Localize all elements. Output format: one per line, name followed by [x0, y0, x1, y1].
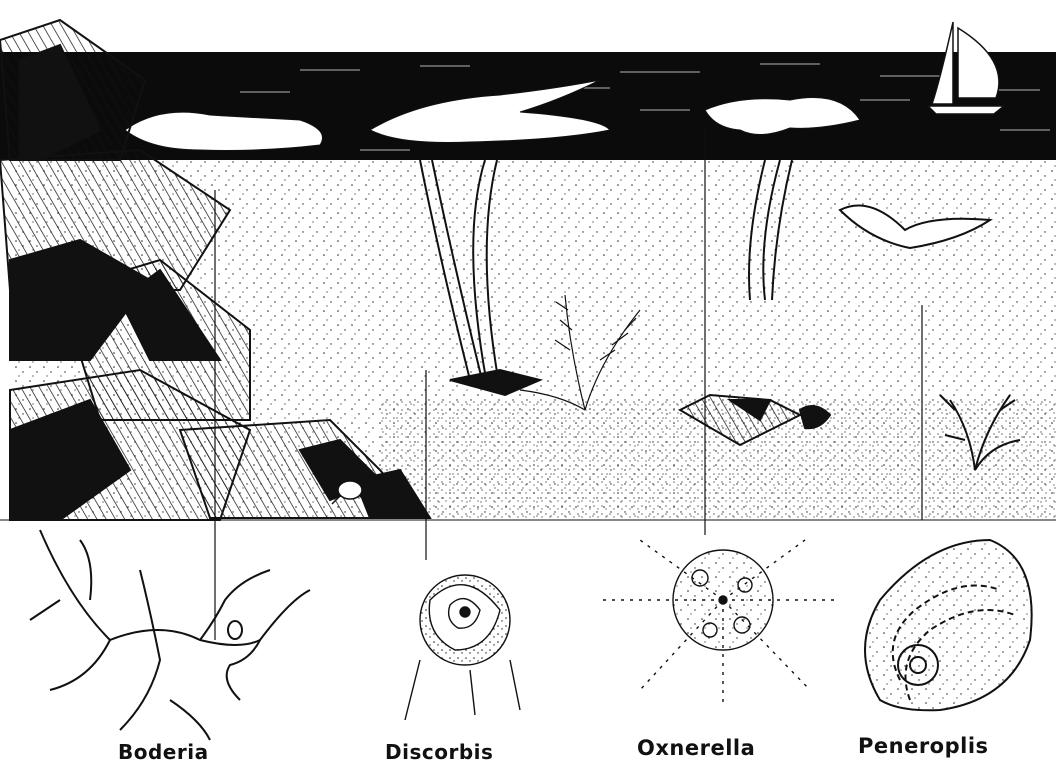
discorbis-drawing — [405, 575, 520, 720]
label-boderia: Boderia — [118, 740, 209, 764]
label-peneroplis: Peneroplis — [858, 734, 989, 758]
peneroplis-drawing — [865, 540, 1032, 710]
boderia-drawing — [30, 530, 310, 740]
sea-surface — [0, 52, 1056, 160]
label-oxnerella: Oxnerella — [637, 736, 755, 760]
label-discorbis: Discorbis — [385, 740, 493, 764]
oxnerella-drawing — [600, 540, 840, 705]
